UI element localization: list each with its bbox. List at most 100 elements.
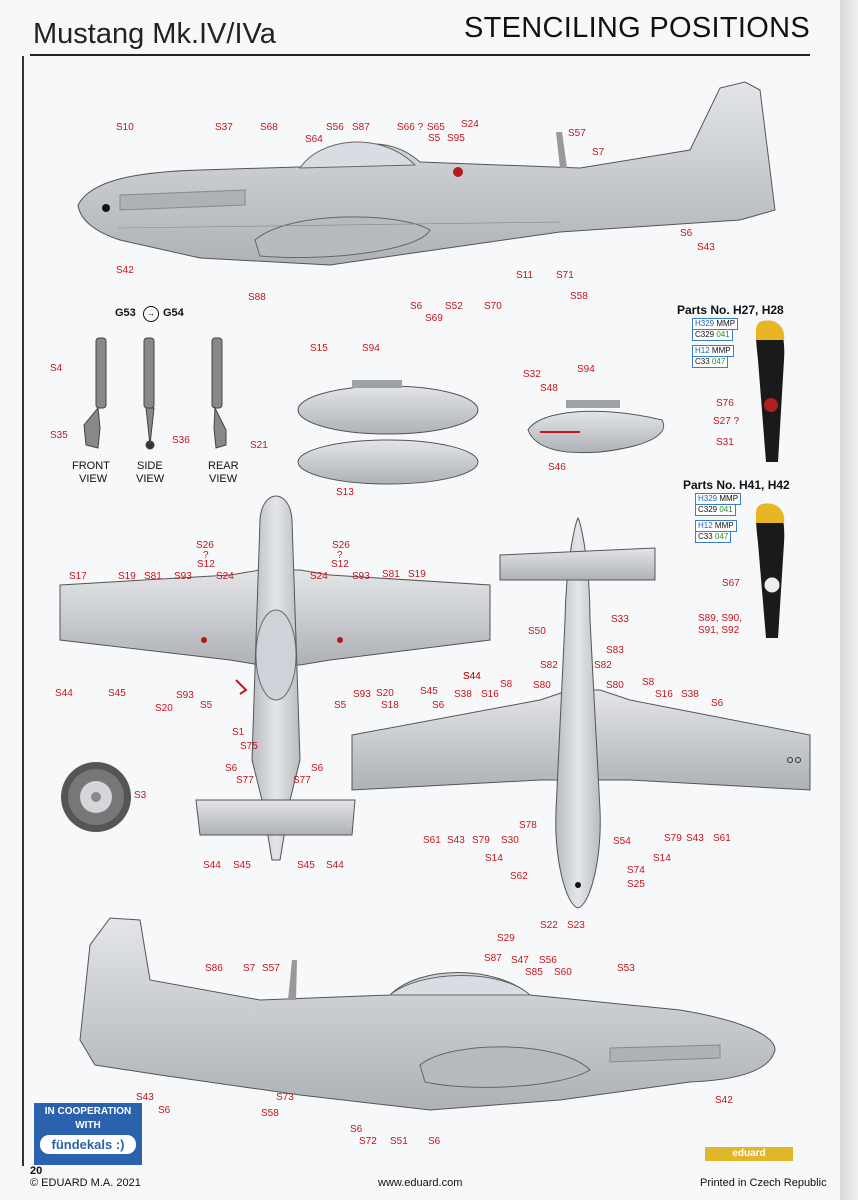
- stencil-label: S36: [172, 435, 190, 446]
- stencil-label: S44: [463, 671, 481, 682]
- stencil-label: S31: [716, 437, 734, 448]
- stencil-label: S6: [350, 1124, 363, 1135]
- paint-code: H329: [698, 494, 718, 503]
- view-caption: VIEW: [136, 473, 165, 485]
- website-url: www.eduard.com: [378, 1177, 463, 1189]
- stencil-label: S7: [592, 147, 605, 158]
- stencil-label: S62: [510, 871, 528, 882]
- copyright: © EDUARD M.A. 2021: [30, 1177, 141, 1189]
- stencil-label: S22: [540, 920, 558, 931]
- stencil-label: S6: [428, 1136, 441, 1147]
- paint-code: C329: [695, 330, 715, 339]
- stencil-label: S44: [463, 671, 481, 682]
- stencil-label: S87: [484, 953, 502, 964]
- stencil-label: S58: [261, 1108, 279, 1119]
- stencil-label: S45: [108, 688, 126, 699]
- stencil-label: S76: [716, 398, 734, 409]
- stencil-label: S24: [310, 571, 328, 582]
- stencil-label: S56: [539, 955, 557, 966]
- stencil-label: S6: [410, 301, 423, 312]
- side-view-right: [79, 917, 776, 1111]
- stencil-label: S95: [447, 133, 465, 144]
- stencil-label: S44: [55, 688, 73, 699]
- paint-code: MMP: [711, 346, 731, 355]
- stencil-label: S18: [381, 700, 399, 711]
- paint-code: H12: [695, 346, 710, 355]
- cooperation-text: IN COOPERATION: [44, 1106, 132, 1117]
- stencil-label: S58: [570, 291, 588, 302]
- bottom-view-aircraft: [351, 517, 811, 909]
- stencil-label: S5: [428, 133, 441, 144]
- stencil-label: S38: [681, 689, 699, 700]
- stencil-label: S48: [540, 383, 558, 394]
- stencil-label: S1: [232, 727, 245, 738]
- stencil-label: S13: [336, 487, 354, 498]
- stencil-label: S81: [382, 569, 400, 580]
- stencil-label: S19: [408, 569, 426, 580]
- fundekals-logo: fündekals :): [40, 1135, 136, 1154]
- stencil-label: S45: [233, 860, 251, 871]
- stencil-label: S15: [310, 343, 328, 354]
- propeller-blades: [755, 320, 785, 638]
- stencil-label: S21: [250, 440, 268, 451]
- paint-code-box: C329 041: [695, 504, 736, 516]
- stencil-label: S42: [116, 265, 134, 276]
- stencil-label: S44: [326, 860, 344, 871]
- stencil-label: S72: [359, 1136, 377, 1147]
- view-caption: VIEW: [79, 473, 108, 485]
- left-frame-line: [22, 56, 24, 1166]
- paint-code: C33: [695, 357, 710, 366]
- stencil-label: S77: [293, 775, 311, 786]
- stencil-label: S64: [305, 134, 323, 145]
- stencil-label: S61: [423, 835, 441, 846]
- stencil-label: S8: [642, 677, 655, 688]
- stencil-label: S6: [225, 763, 238, 774]
- paint-code: 041: [719, 505, 733, 514]
- stencil-label: S38: [454, 689, 472, 700]
- stencil-label: S20: [155, 703, 173, 714]
- stencil-label: S43: [686, 833, 704, 844]
- stencil-label: S10: [116, 122, 134, 133]
- paint-code: MMP: [714, 521, 734, 530]
- paint-code: H12: [698, 521, 713, 530]
- stencil-label: S86: [205, 963, 223, 974]
- stencil-label: S53: [617, 963, 635, 974]
- stencil-label: S42: [715, 1095, 733, 1106]
- stencil-label: S51: [390, 1136, 408, 1147]
- stencil-label: S43: [447, 835, 465, 846]
- stencil-label: S14: [653, 853, 671, 864]
- stencil-label: ?: [337, 550, 343, 561]
- stencil-label: S82: [594, 660, 612, 671]
- stencil-label: S25: [627, 879, 645, 890]
- stencil-label: S8: [500, 679, 513, 690]
- stencil-label: S16: [655, 689, 673, 700]
- stencil-label: S69: [425, 313, 443, 324]
- stencil-label: S89, S90,: [698, 613, 742, 624]
- stencil-label: S11: [516, 270, 534, 281]
- stencil-label: S29: [497, 933, 515, 944]
- stencil-label: S93: [174, 571, 192, 582]
- stencil-label: S7: [243, 963, 256, 974]
- stencil-label: S91, S92: [698, 625, 740, 636]
- stencil-label: S81: [144, 571, 162, 582]
- stencil-label: S43: [697, 242, 715, 253]
- stencil-label: S26: [332, 540, 350, 551]
- eduard-logo: eduard: [705, 1147, 793, 1161]
- stencil-label: S85: [525, 967, 543, 978]
- stencil-label: S79: [472, 835, 490, 846]
- landing-gear-views: [83, 337, 227, 450]
- stencil-label: S83: [606, 645, 624, 656]
- stencil-label: S74: [627, 865, 645, 876]
- view-caption: REAR: [208, 460, 239, 472]
- drop-tanks: [297, 380, 665, 485]
- stencil-label: ?: [203, 550, 209, 561]
- stencil-label: S20: [376, 688, 394, 699]
- view-caption: SIDE: [137, 460, 163, 472]
- stencil-label: S68: [260, 122, 278, 133]
- stencil-label: S57: [262, 963, 280, 974]
- stencil-label: S45: [297, 860, 315, 871]
- section-title: STENCILING POSITIONS: [464, 12, 810, 44]
- main-wheel: [61, 762, 131, 832]
- stencil-label: S54: [613, 836, 631, 847]
- stencil-label: S45: [420, 686, 438, 697]
